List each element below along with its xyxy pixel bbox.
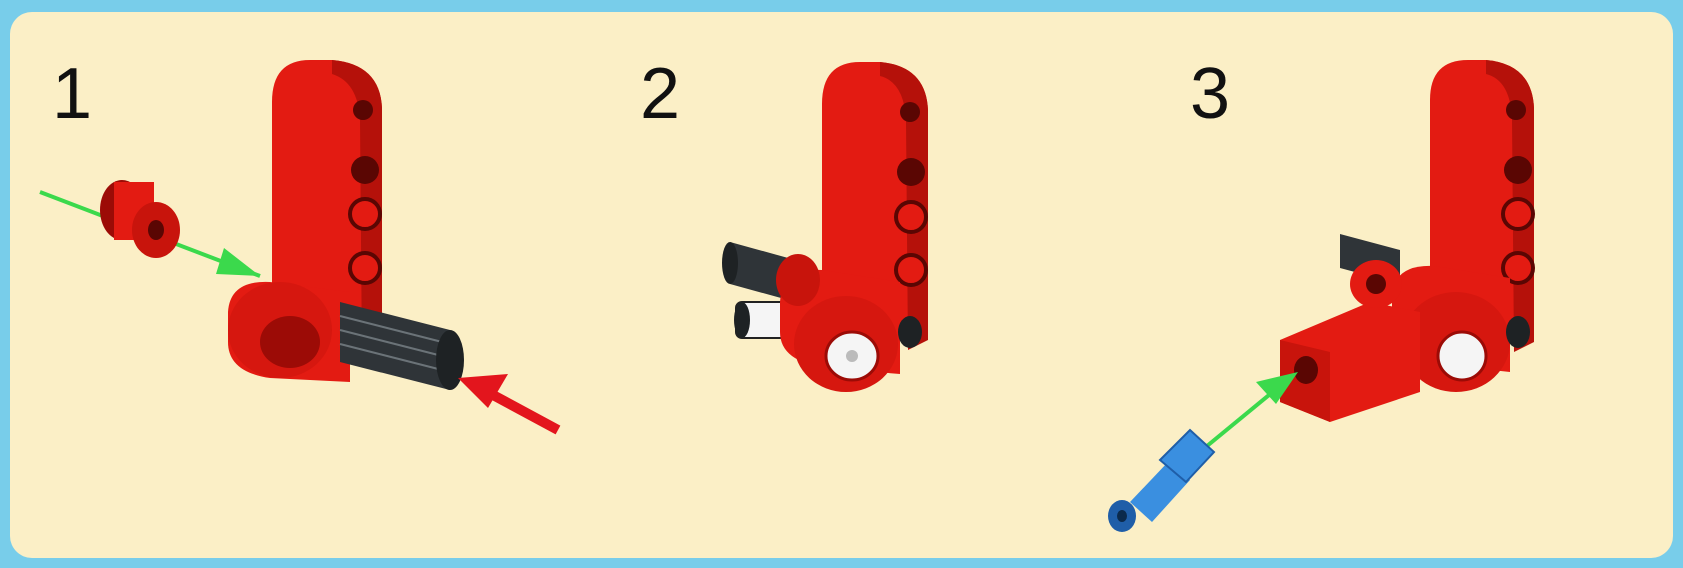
green-arrow-head: [216, 248, 260, 276]
step-1-illustration: [10, 12, 570, 558]
instruction-panel: 1: [10, 12, 1673, 558]
red-connector: [1280, 260, 1420, 422]
bush-piece: [776, 254, 820, 306]
step-3: 3: [1130, 12, 1673, 558]
step-3-illustration: [1130, 12, 1673, 558]
step-2: 2: [570, 12, 1130, 558]
bush-piece: [100, 180, 180, 258]
axle-piece: [340, 302, 464, 390]
step-1: 1: [10, 12, 570, 558]
white-pin: [734, 302, 786, 338]
step-2-illustration: [570, 12, 1130, 558]
red-angled-beam: [780, 62, 928, 392]
